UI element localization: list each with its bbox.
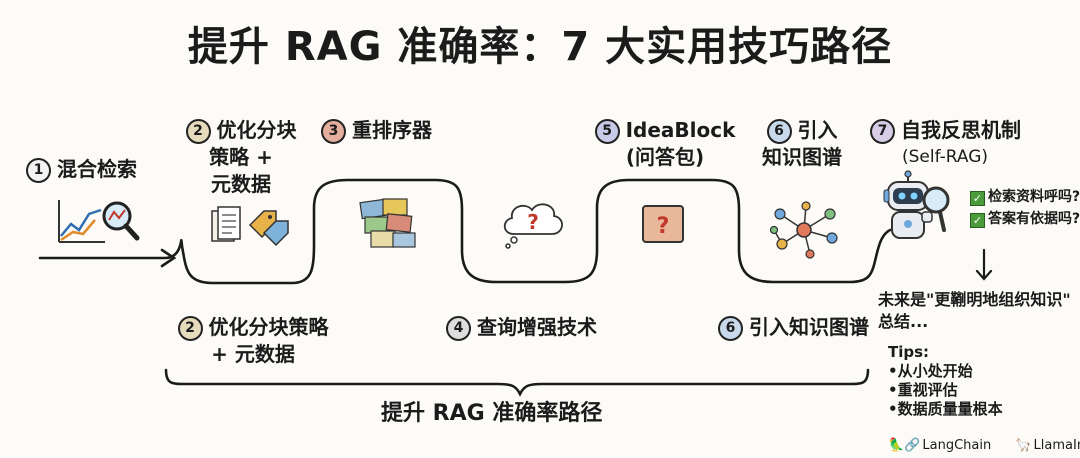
step-number-badge: 6: [718, 316, 743, 341]
tip-item: •重视评估: [888, 381, 958, 399]
step-number-badge: 3: [321, 119, 346, 144]
svg-text:?: ?: [657, 214, 670, 239]
step-number-badge: 1: [26, 158, 51, 183]
tip-item: •从小处开始: [888, 362, 973, 380]
llama-icon: 🦙: [1015, 438, 1032, 453]
langchain-logo: 🦜🔗LangChain: [888, 438, 992, 453]
checkbox-checked-icon: ✓: [970, 191, 985, 206]
robot-magnifier-icon: [883, 170, 950, 239]
question-cloud-icon: ?: [503, 203, 563, 249]
step-number-badge: 4: [446, 316, 471, 341]
svg-text:?: ?: [527, 210, 539, 234]
step-number-badge: 2: [185, 119, 211, 144]
documents-tags-icon: [211, 206, 289, 247]
self-rag-checklist: ✓检索资料呼吗? ✓答案有依据吗?: [970, 186, 1080, 230]
sticky-notes-icon: [359, 198, 416, 248]
chart-magnifier-icon: [58, 200, 140, 243]
tips-list: Tips: •从小处开始 •重视评估 •数据质量量根本: [888, 343, 1003, 419]
step-number-badge: 6: [766, 119, 792, 144]
tips-title: Tips:: [888, 343, 930, 361]
future-note: 未来是"更鞩明地组织知识" 总结...: [878, 290, 1071, 331]
path-label: 提升 RAG 准确率路径: [381, 401, 603, 426]
check-item: ✓检索资料呼吗?: [970, 186, 1080, 208]
step-number-badge: 2: [177, 316, 203, 341]
question-box-icon: ?: [642, 205, 684, 243]
knowledge-graph-icon: [769, 201, 838, 259]
footer-logos: 🦜🔗LangChain 🦙LlamaIndex: [888, 438, 1080, 453]
llamaindex-logo: 🦙LlamaIndex: [1015, 438, 1080, 453]
checkbox-checked-icon: ✓: [970, 213, 985, 228]
page-title: 提升 RAG 准确率：7 大实用技巧路径: [187, 24, 893, 70]
step-number-badge: 5: [594, 119, 620, 144]
step-number-badge: 7: [870, 119, 895, 144]
tip-item: •数据质量量根本: [888, 400, 1003, 418]
check-item: ✓答案有依据吗?: [970, 208, 1080, 230]
parrot-link-icon: 🦜🔗: [888, 438, 921, 453]
